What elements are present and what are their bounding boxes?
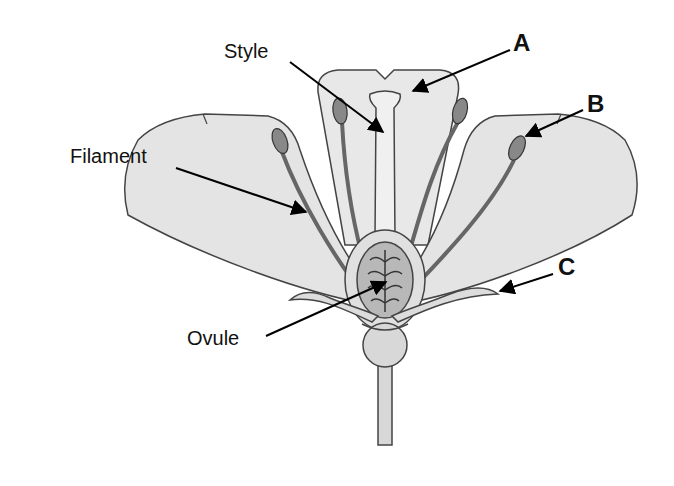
receptacle-top [362, 324, 408, 330]
ovules [368, 250, 402, 312]
leader-line [176, 168, 306, 212]
petal [125, 114, 380, 305]
pistil-style [370, 91, 401, 238]
leader-line [413, 50, 510, 91]
leader-line [266, 282, 386, 336]
anther [505, 133, 529, 162]
leader-line [500, 274, 553, 291]
petal [390, 114, 637, 305]
anther [331, 97, 348, 125]
stem [378, 360, 392, 445]
callout-letter: B [587, 91, 604, 117]
receptacle [363, 323, 407, 367]
petal-notch [203, 114, 207, 124]
anther [269, 126, 291, 155]
part-label: Filament [70, 145, 147, 167]
part-label: Style [224, 40, 268, 62]
petal [318, 70, 459, 245]
sepal [290, 292, 378, 322]
callout-letter: C [558, 254, 575, 280]
ovary-chamber [357, 242, 413, 318]
callout-letter: A [513, 30, 530, 56]
leader-line [526, 110, 583, 136]
anther [450, 97, 470, 126]
leader-line [290, 62, 383, 132]
leader-lines [176, 50, 583, 336]
sepal [392, 288, 498, 322]
part-label: Ovule [187, 327, 239, 349]
